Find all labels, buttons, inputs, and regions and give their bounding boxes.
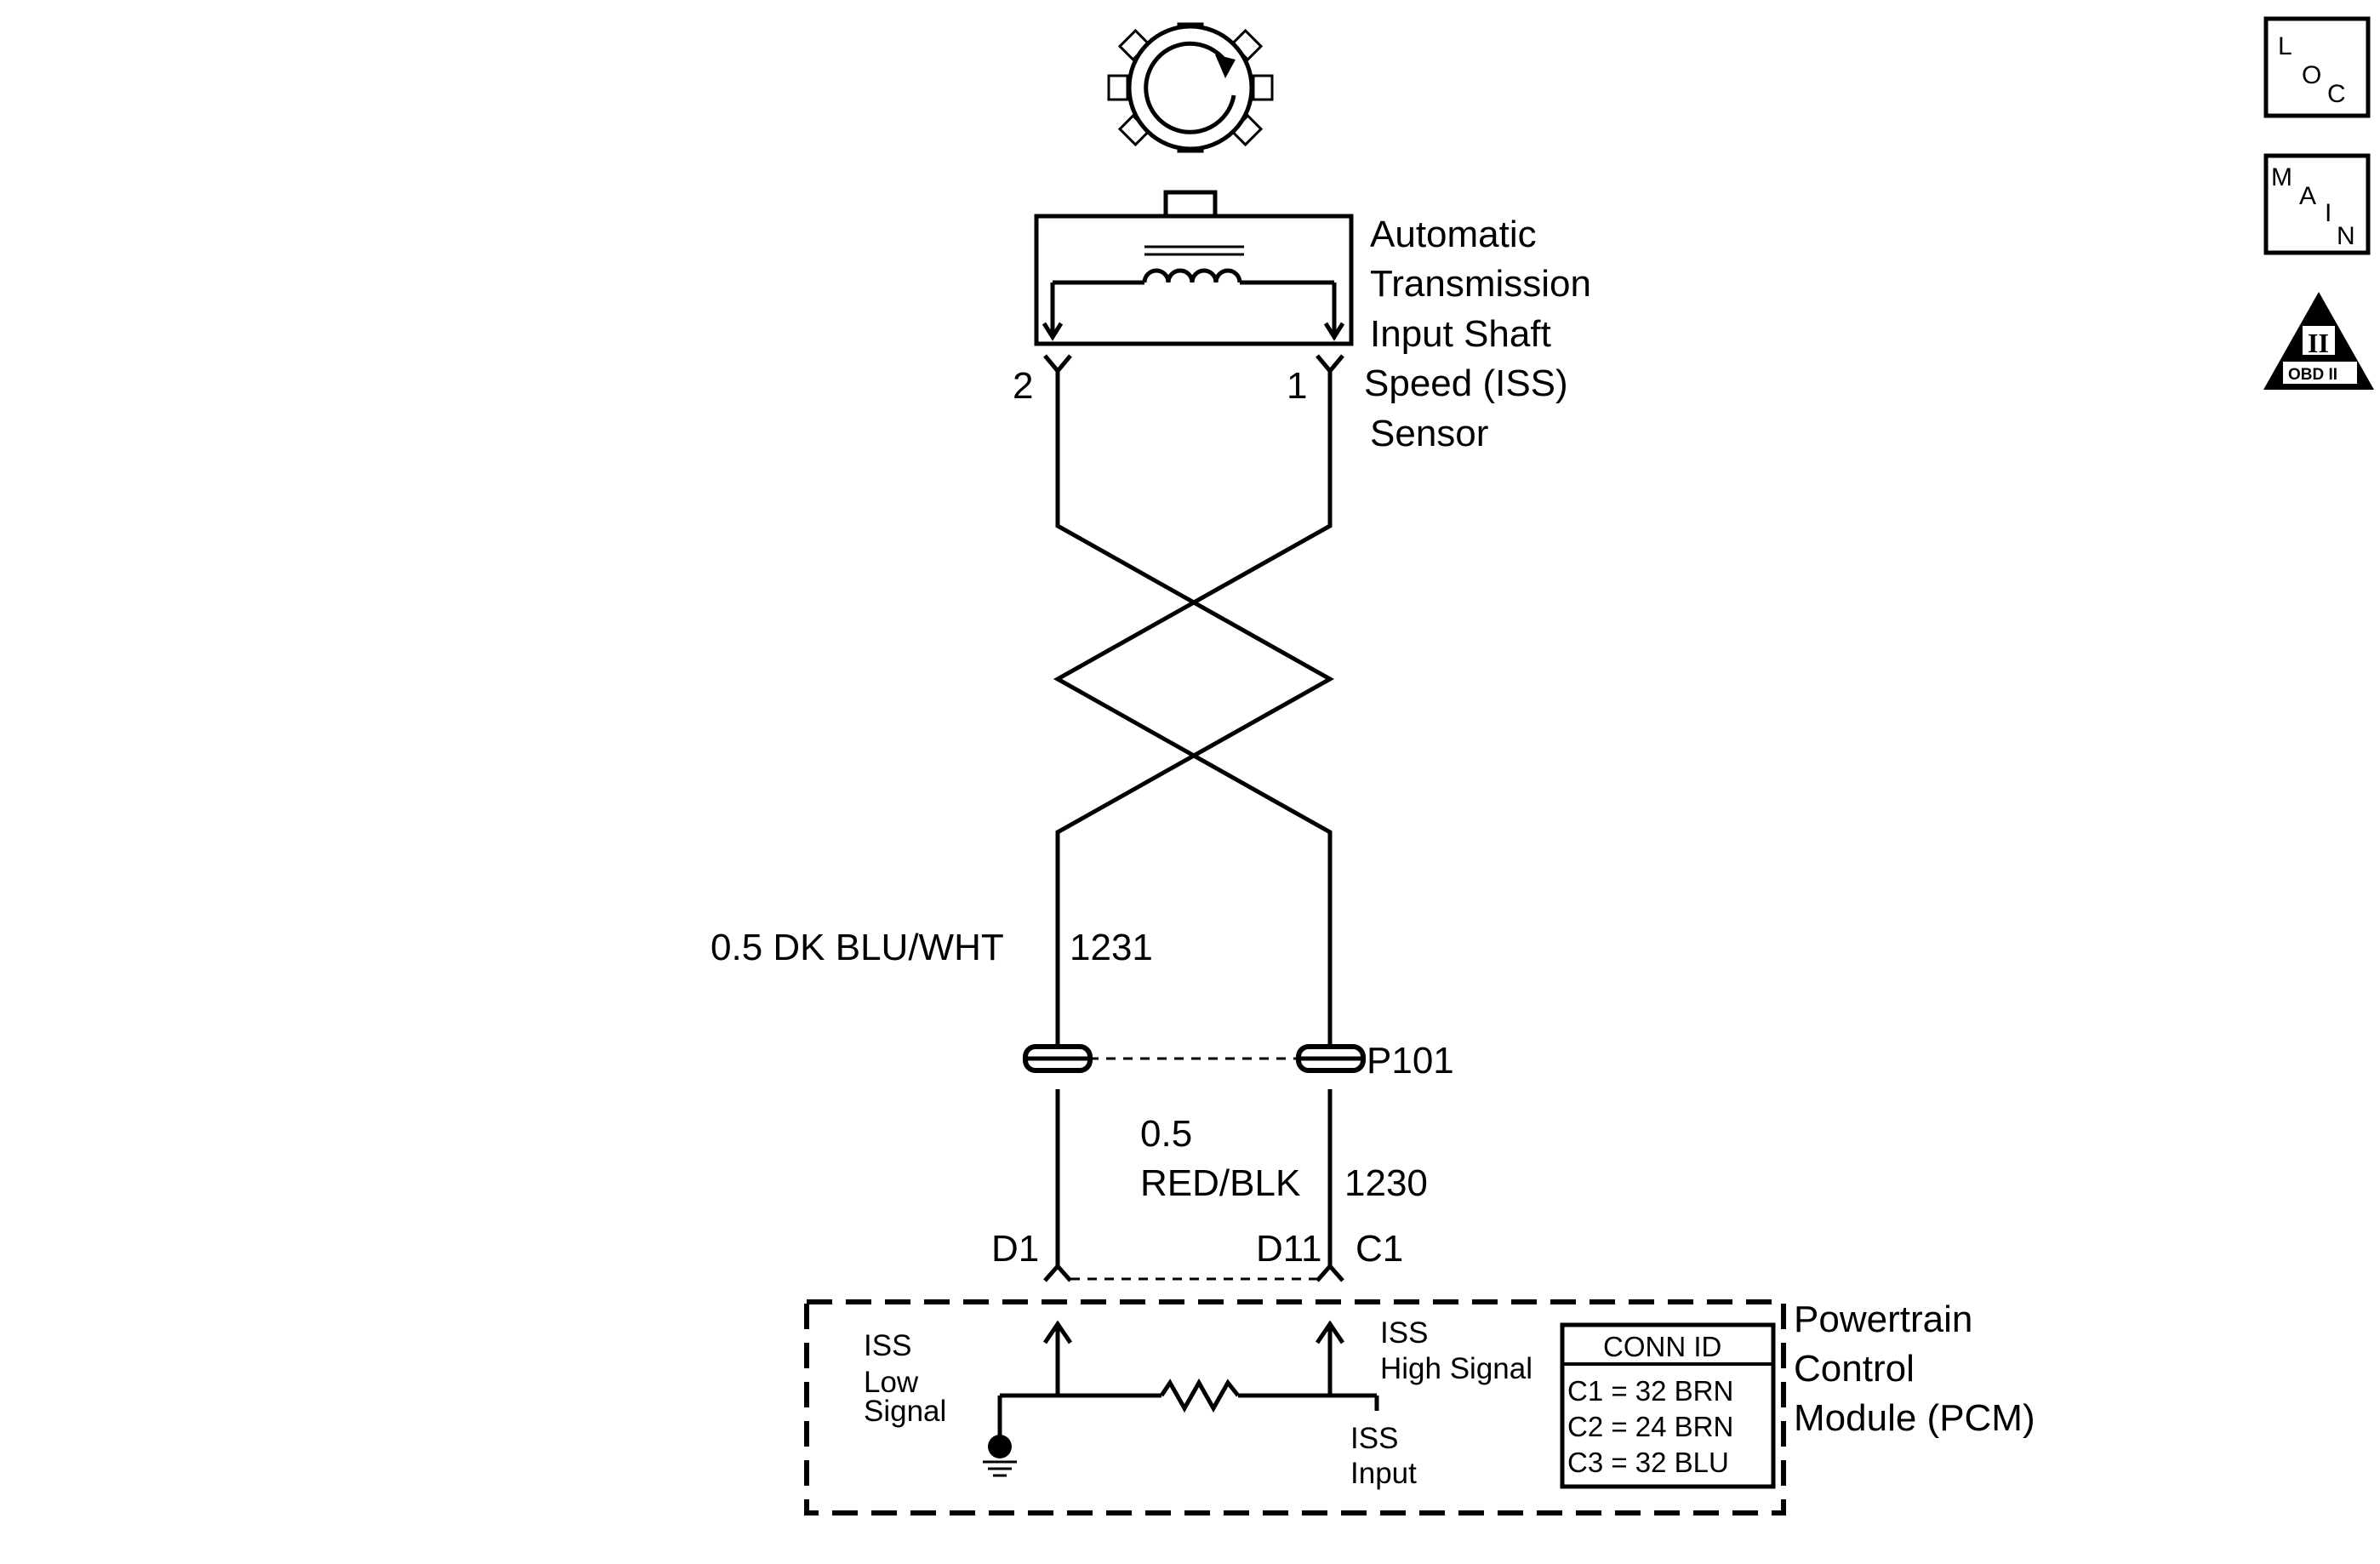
iss-low-signal-label: ISS Low Signal bbox=[864, 1329, 946, 1428]
svg-text:Control: Control bbox=[1794, 1348, 1915, 1390]
location-icon[interactable] bbox=[2263, 16, 2371, 118]
splice-p101 bbox=[1023, 1044, 1366, 1073]
conn-row-c1: C1 = 32 BRN bbox=[1567, 1375, 1733, 1407]
svg-text:ISS: ISS bbox=[1350, 1422, 1398, 1455]
wire-1230-color: RED/BLK bbox=[1140, 1162, 1300, 1204]
svg-text:Powertrain: Powertrain bbox=[1794, 1299, 1972, 1340]
svg-text:High Signal: High Signal bbox=[1380, 1352, 1532, 1385]
svg-text:I: I bbox=[2325, 199, 2331, 227]
svg-text:OBD II: OBD II bbox=[2288, 366, 2337, 384]
ground-icon bbox=[983, 1435, 1017, 1477]
svg-text:Transmission: Transmission bbox=[1370, 263, 1591, 305]
sensor-terminal-1 bbox=[1316, 354, 1344, 374]
iss-input-label: ISS Input bbox=[1350, 1422, 1417, 1490]
wire-1231-color: 0.5 DK BLU/WHT bbox=[711, 927, 1004, 968]
wire-1231-circuit: 1231 bbox=[1070, 927, 1153, 968]
coil-icon bbox=[1042, 245, 1345, 341]
svg-text:L: L bbox=[2278, 32, 2292, 60]
conn-row-c2: C2 = 24 BRN bbox=[1567, 1411, 1733, 1442]
svg-text:O: O bbox=[2302, 61, 2321, 89]
svg-text:N: N bbox=[2337, 222, 2355, 250]
main-menu-button[interactable]: M A I N bbox=[2263, 153, 2371, 255]
pcm-connector bbox=[1043, 1263, 1344, 1282]
iss-sensor bbox=[1034, 190, 1354, 374]
svg-text:Input: Input bbox=[1350, 1457, 1417, 1490]
svg-text:Automatic: Automatic bbox=[1370, 214, 1537, 255]
wire-1230-circuit: 1230 bbox=[1344, 1162, 1428, 1204]
svg-text:A: A bbox=[2299, 182, 2316, 210]
resistor-icon bbox=[1159, 1378, 1240, 1413]
svg-text:Low: Low bbox=[864, 1366, 919, 1399]
svg-text:Sensor: Sensor bbox=[1370, 413, 1488, 454]
svg-text:ISS: ISS bbox=[1380, 1316, 1428, 1350]
svg-text:C: C bbox=[2327, 80, 2346, 108]
wire-1230-gauge: 0.5 bbox=[1140, 1113, 1192, 1155]
svg-text:Input Shaft: Input Shaft bbox=[1370, 313, 1551, 355]
svg-text:Module (PCM): Module (PCM) bbox=[1794, 1397, 2035, 1439]
location-button[interactable]: L O C bbox=[2263, 16, 2371, 118]
conn-id-table: CONN ID C1 = 32 BRN C2 = 24 BRN C3 = 32 … bbox=[1560, 1322, 1776, 1489]
pcm-pin-c1: C1 bbox=[1356, 1228, 1403, 1270]
svg-text:II: II bbox=[2308, 328, 2329, 358]
svg-text:M: M bbox=[2271, 163, 2292, 191]
conn-id-header: CONN ID bbox=[1603, 1331, 1721, 1362]
reluctor-wheel-icon bbox=[1107, 22, 1274, 153]
sensor-pin-1: 1 bbox=[1287, 365, 1307, 407]
pcm-pin-d11: D11 bbox=[1256, 1228, 1321, 1270]
sensor-terminal-2 bbox=[1043, 354, 1072, 374]
svg-text:Speed (ISS): Speed (ISS) bbox=[1364, 362, 1568, 404]
pcm-pin-d1: D1 bbox=[991, 1228, 1039, 1270]
twisted-pair-wires bbox=[1053, 371, 1335, 1268]
svg-text:Signal: Signal bbox=[864, 1395, 946, 1428]
obd-ii-button[interactable]: II OBD II bbox=[2263, 292, 2374, 390]
pcm-name: Powertrain Control Module (PCM) bbox=[1794, 1299, 2035, 1439]
svg-text:ISS: ISS bbox=[864, 1329, 911, 1362]
main-menu-icon[interactable] bbox=[2263, 153, 2371, 255]
conn-row-c3: C3 = 32 BLU bbox=[1567, 1447, 1729, 1478]
splice-label: P101 bbox=[1367, 1040, 1454, 1082]
iss-high-signal-label: ISS High Signal bbox=[1380, 1316, 1532, 1385]
sensor-name: Automatic Transmission Input Shaft Speed… bbox=[1364, 214, 1591, 454]
sensor-pin-2: 2 bbox=[1013, 365, 1033, 407]
pcm-module: CONN ID C1 = 32 BRN C2 = 24 BRN C3 = 32 … bbox=[804, 1299, 1786, 1515]
